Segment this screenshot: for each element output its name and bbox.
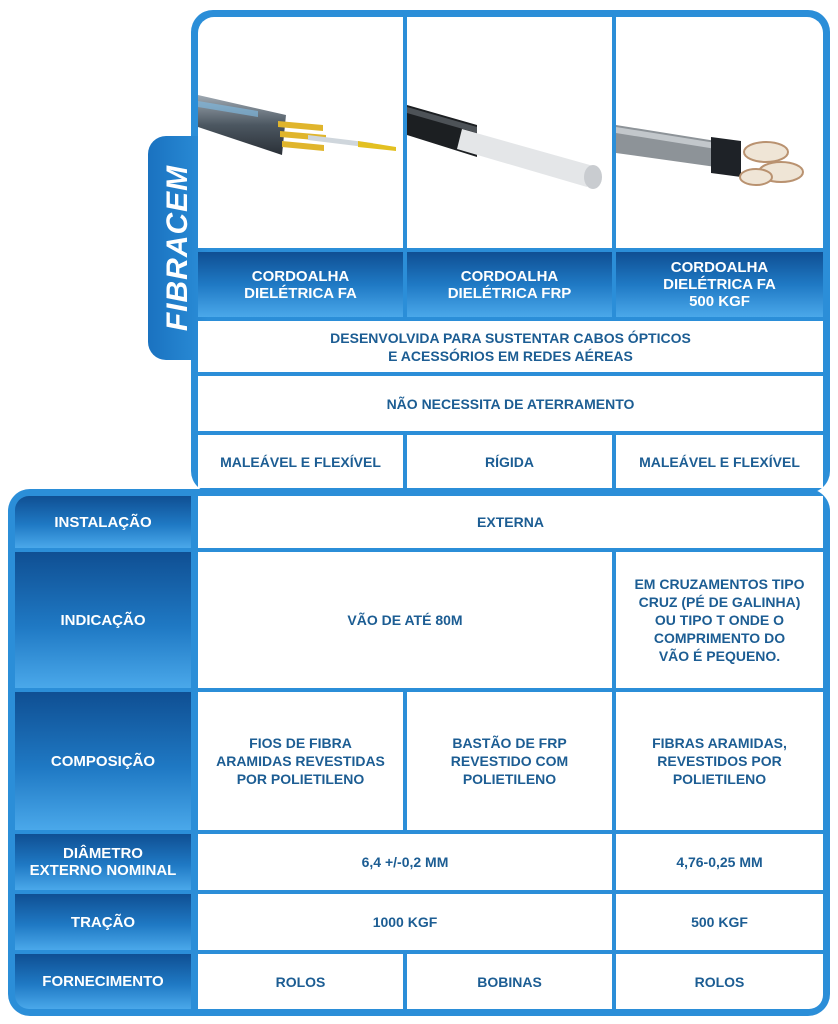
label-composition: COMPOSIÇÃO (15, 692, 191, 830)
product-header-fa: CORDOALHA DIELÉTRICA FA (198, 252, 403, 317)
flexibility-fa500-text: MALEÁVEL E FLEXÍVEL (639, 453, 800, 470)
label-diameter: DIÂMETRO EXTERNO NOMINAL (15, 834, 191, 890)
value-composition-fa: FIOS DE FIBRA ARAMIDAS REVESTIDAS POR PO… (198, 692, 403, 830)
value-supply-frp-text: BOBINAS (477, 973, 542, 990)
value-indication-fa-frp: VÃO DE ATÉ 80M (198, 552, 612, 688)
value-supply-fa-text: ROLOS (275, 973, 326, 990)
label-installation: INSTALAÇÃO (15, 496, 191, 548)
value-diameter-fa500: 4,76-0,25 MM (616, 834, 823, 890)
flexibility-fa: MALEÁVEL E FLEXÍVEL (198, 435, 403, 488)
label-installation-text: INSTALAÇÃO (54, 513, 152, 531)
product-name-fa: CORDOALHA DIELÉTRICA FA (244, 267, 357, 302)
value-installation-text: EXTERNA (477, 514, 544, 530)
product-header-frp: CORDOALHA DIELÉTRICA FRP (407, 252, 612, 317)
description-cell: DESENVOLVIDA PARA SUSTENTAR CABOS ÓPTICO… (198, 321, 823, 372)
value-indication-fa-frp-text: VÃO DE ATÉ 80M (347, 612, 463, 628)
grounding-cell: NÃO NECESSITA DE ATERRAMENTO (198, 376, 823, 431)
description-text: DESENVOLVIDA PARA SUSTENTAR CABOS ÓPTICO… (330, 329, 691, 364)
value-composition-frp-text: BASTÃO DE FRP REVESTIDO COM POLIETILENO (450, 735, 569, 787)
label-indication-text: INDICAÇÃO (60, 611, 146, 629)
product-name-fa500: CORDOALHA DIELÉTRICA FA 500 KGF (663, 259, 776, 310)
value-installation: EXTERNA (198, 496, 823, 548)
value-supply-fa500-text: ROLOS (694, 973, 745, 990)
label-supply-text: FORNECIMENTO (42, 973, 164, 990)
label-traction-text: TRAÇÃO (70, 913, 136, 931)
value-traction-fa-frp-text: 1000 KGF (372, 914, 438, 930)
value-diameter-fa500-text: 4,76-0,25 MM (676, 854, 763, 870)
value-composition-fa500-text: FIBRAS ARAMIDAS, REVESTIDOS POR POLIETIL… (652, 735, 787, 787)
value-traction-fa-frp: 1000 KGF (198, 894, 612, 950)
value-composition-frp: BASTÃO DE FRP REVESTIDO COM POLIETILENO (407, 692, 612, 830)
value-supply-fa500: ROLOS (616, 954, 823, 1009)
value-composition-fa-text: FIOS DE FIBRA ARAMIDAS REVESTIDAS POR PO… (216, 735, 385, 787)
value-composition-fa500: FIBRAS ARAMIDAS, REVESTIDOS POR POLIETIL… (616, 692, 823, 830)
label-composition-text: COMPOSIÇÃO (50, 752, 156, 770)
grounding-text: NÃO NECESSITA DE ATERRAMENTO (386, 395, 635, 412)
value-supply-fa: ROLOS (198, 954, 403, 1009)
value-diameter-fa-frp-text: 6,4 +/-0,2 MM (361, 854, 449, 870)
cable-frp-image (407, 105, 602, 189)
label-supply: FORNECIMENTO (15, 954, 191, 1009)
flexibility-frp: RÍGIDA (407, 435, 612, 488)
value-traction-fa500-text: 500 KGF (691, 914, 748, 930)
value-diameter-fa-frp: 6,4 +/-0,2 MM (198, 834, 612, 890)
cable-fa-image (198, 95, 396, 155)
label-diameter-text: DIÂMETRO EXTERNO NOMINAL (29, 845, 177, 879)
product-name-frp: CORDOALHA DIELÉTRICA FRP (447, 267, 572, 302)
value-indication-fa500: EM CRUZAMENTOS TIPO CRUZ (PÉ DE GALINHA)… (616, 552, 823, 688)
flexibility-frp-text: RÍGIDA (485, 453, 534, 470)
label-traction: TRAÇÃO (15, 894, 191, 950)
flexibility-fa500: MALEÁVEL E FLEXÍVEL (616, 435, 823, 488)
product-image-frp (407, 17, 612, 248)
product-header-fa500: CORDOALHA DIELÉTRICA FA 500 KGF (616, 252, 823, 317)
value-supply-frp: BOBINAS (407, 954, 612, 1009)
label-indication: INDICAÇÃO (15, 552, 191, 688)
product-image-fa (198, 17, 403, 248)
brand-logo-text: FIBRACEM (161, 164, 195, 332)
cable-fa500-image (616, 125, 804, 186)
value-indication-fa500-text: EM CRUZAMENTOS TIPO CRUZ (PÉ DE GALINHA)… (634, 576, 805, 664)
value-traction-fa500: 500 KGF (616, 894, 823, 950)
flexibility-fa-text: MALEÁVEL E FLEXÍVEL (220, 453, 381, 470)
product-image-fa500 (616, 17, 823, 248)
